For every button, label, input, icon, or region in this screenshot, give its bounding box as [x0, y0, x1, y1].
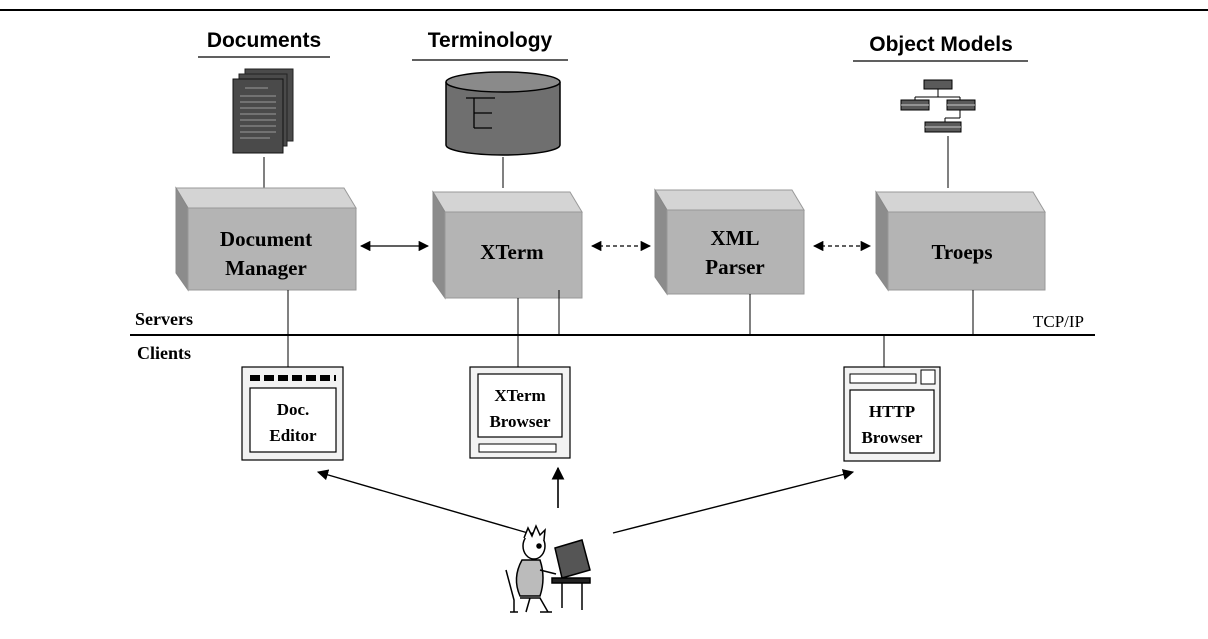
- http-browser-label-line2: Browser: [861, 428, 923, 447]
- xml-parser-server: XML Parser: [654, 188, 805, 296]
- doc-editor-label-line1: Doc.: [277, 400, 310, 419]
- user-to-http-browser-arrow: [612, 469, 855, 534]
- documents-icon: [232, 68, 294, 154]
- xml-parser-label-line2: Parser: [705, 255, 764, 279]
- troeps-server: Troeps: [875, 190, 1046, 292]
- user-at-computer-icon: [505, 524, 591, 613]
- object-model-hierarchy-icon: [900, 79, 976, 133]
- http-browser-label-line1: HTTP: [869, 402, 915, 421]
- xterm-server: XTerm: [432, 190, 583, 300]
- clients-label: Clients: [137, 343, 191, 363]
- xterm-browser-client: XTerm Browser: [469, 366, 571, 459]
- xterm-browser-label-line2: Browser: [489, 412, 551, 431]
- document-manager-label-line1: Document: [220, 227, 312, 251]
- terminology-database-icon: [445, 71, 561, 156]
- troeps-label: Troeps: [931, 240, 992, 264]
- xterm-browser-label-line1: XTerm: [494, 386, 545, 405]
- servers-label: Servers: [135, 309, 193, 329]
- header-documents: Documents: [207, 29, 321, 52]
- http-browser-client: HTTP Browser: [843, 366, 941, 462]
- server-network-connectors: [287, 290, 974, 335]
- document-manager-server: Document Manager: [175, 186, 357, 292]
- network-client-connectors: [287, 335, 885, 367]
- document-manager-label-line2: Manager: [225, 256, 307, 280]
- doc-editor-client: Doc. Editor: [241, 366, 344, 461]
- header-terminology: Terminology: [428, 29, 553, 52]
- xterm-server-label: XTerm: [480, 240, 544, 264]
- xml-parser-label-line1: XML: [711, 226, 760, 250]
- doc-editor-label-line2: Editor: [269, 426, 317, 445]
- user-to-doc-editor-arrow: [316, 469, 529, 534]
- tcpip-label: TCP/IP: [1033, 312, 1084, 331]
- header-object-models: Object Models: [869, 33, 1013, 56]
